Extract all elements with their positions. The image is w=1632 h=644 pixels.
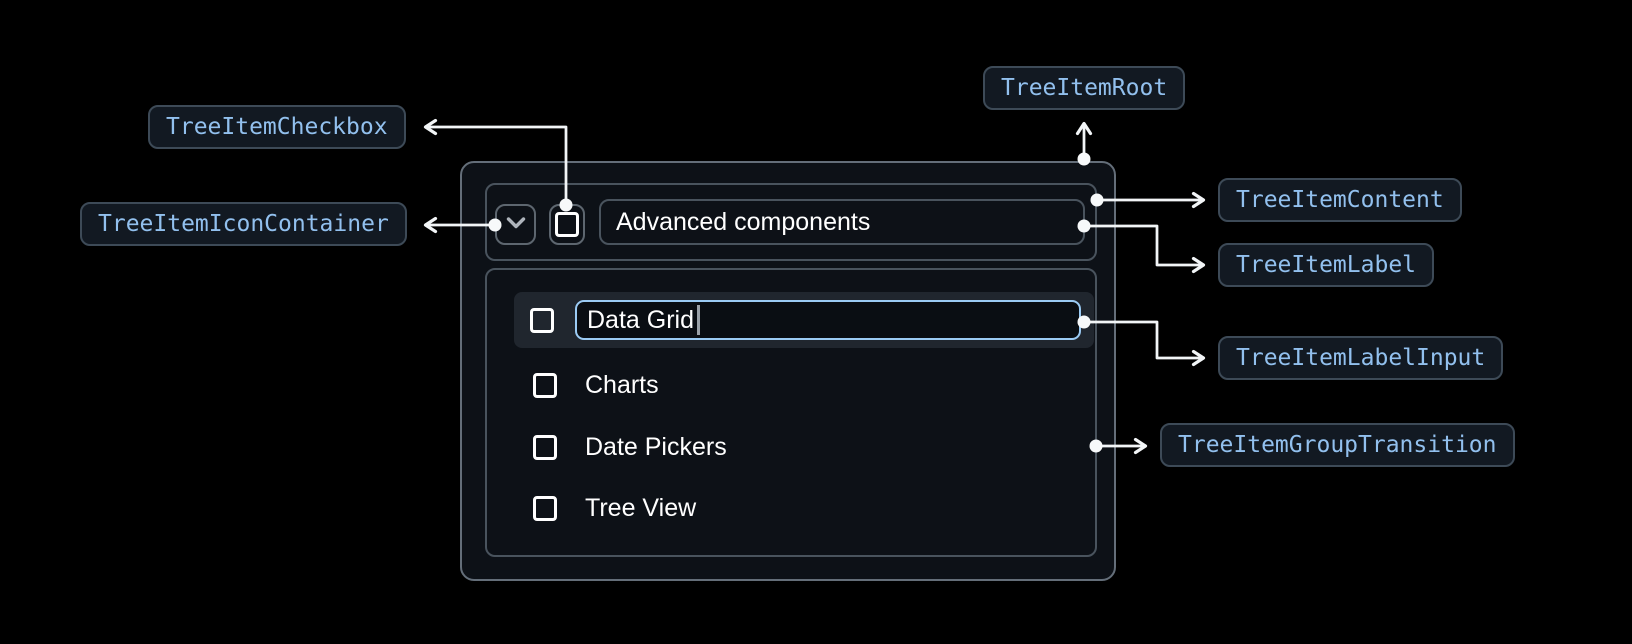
anatomy-label-tree-item-checkbox: TreeItemCheckbox bbox=[148, 105, 406, 149]
tree-item-icon-container[interactable] bbox=[495, 204, 536, 245]
anatomy-label-tree-item-label-input: TreeItemLabelInput bbox=[1218, 336, 1504, 380]
tree-item-label-text: Advanced components bbox=[616, 207, 871, 236]
anatomy-label-tree-item-group-transition: TreeItemGroupTransition bbox=[1160, 423, 1515, 467]
tree-item-row[interactable]: Date Pickers bbox=[533, 432, 727, 461]
anatomy-label-tree-item-content: TreeItemContent bbox=[1218, 178, 1462, 222]
anatomy-label-tree-item-root: TreeItemRoot bbox=[983, 66, 1186, 110]
chevron-down-icon bbox=[506, 216, 526, 234]
tree-item-checkbox[interactable] bbox=[549, 204, 585, 245]
checkbox-unchecked-icon bbox=[555, 212, 579, 237]
tree-item-label: Advanced components bbox=[599, 199, 1085, 245]
tree-item-row[interactable]: Tree View bbox=[533, 493, 697, 522]
checkbox-unchecked-icon[interactable] bbox=[533, 434, 557, 460]
checkbox-unchecked-icon[interactable] bbox=[530, 307, 554, 333]
label-input-value: Data Grid bbox=[587, 305, 694, 334]
text-cursor-icon bbox=[696, 305, 700, 335]
tree-item-label-text: Date Pickers bbox=[585, 432, 727, 461]
tree-item-row-editing[interactable]: Data Grid bbox=[514, 292, 1094, 348]
anatomy-label-tree-item-label: TreeItemLabel bbox=[1218, 243, 1435, 287]
checkbox-unchecked-icon[interactable] bbox=[533, 495, 557, 521]
badge-text: TreeItemGroupTransition bbox=[1178, 432, 1497, 458]
badge-text: TreeItemLabel bbox=[1236, 252, 1417, 278]
tree-item-label-text: Tree View bbox=[585, 493, 697, 522]
tree-item-label-text: Charts bbox=[585, 370, 659, 399]
badge-text: TreeItemIconContainer bbox=[98, 211, 389, 237]
badge-text: TreeItemCheckbox bbox=[166, 114, 388, 140]
tree-item-root bbox=[460, 161, 1116, 581]
badge-text: TreeItemContent bbox=[1236, 187, 1444, 213]
badge-text: TreeItemRoot bbox=[1001, 75, 1168, 101]
tree-item-group-transition bbox=[485, 268, 1097, 557]
checkbox-unchecked-icon[interactable] bbox=[533, 372, 557, 398]
tree-item-row[interactable]: Charts bbox=[533, 370, 659, 399]
anatomy-label-tree-item-icon-container: TreeItemIconContainer bbox=[80, 202, 407, 246]
badge-text: TreeItemLabelInput bbox=[1236, 345, 1486, 371]
tree-item-label-input[interactable]: Data Grid bbox=[575, 300, 1081, 340]
tree-item-content[interactable] bbox=[485, 183, 1097, 261]
